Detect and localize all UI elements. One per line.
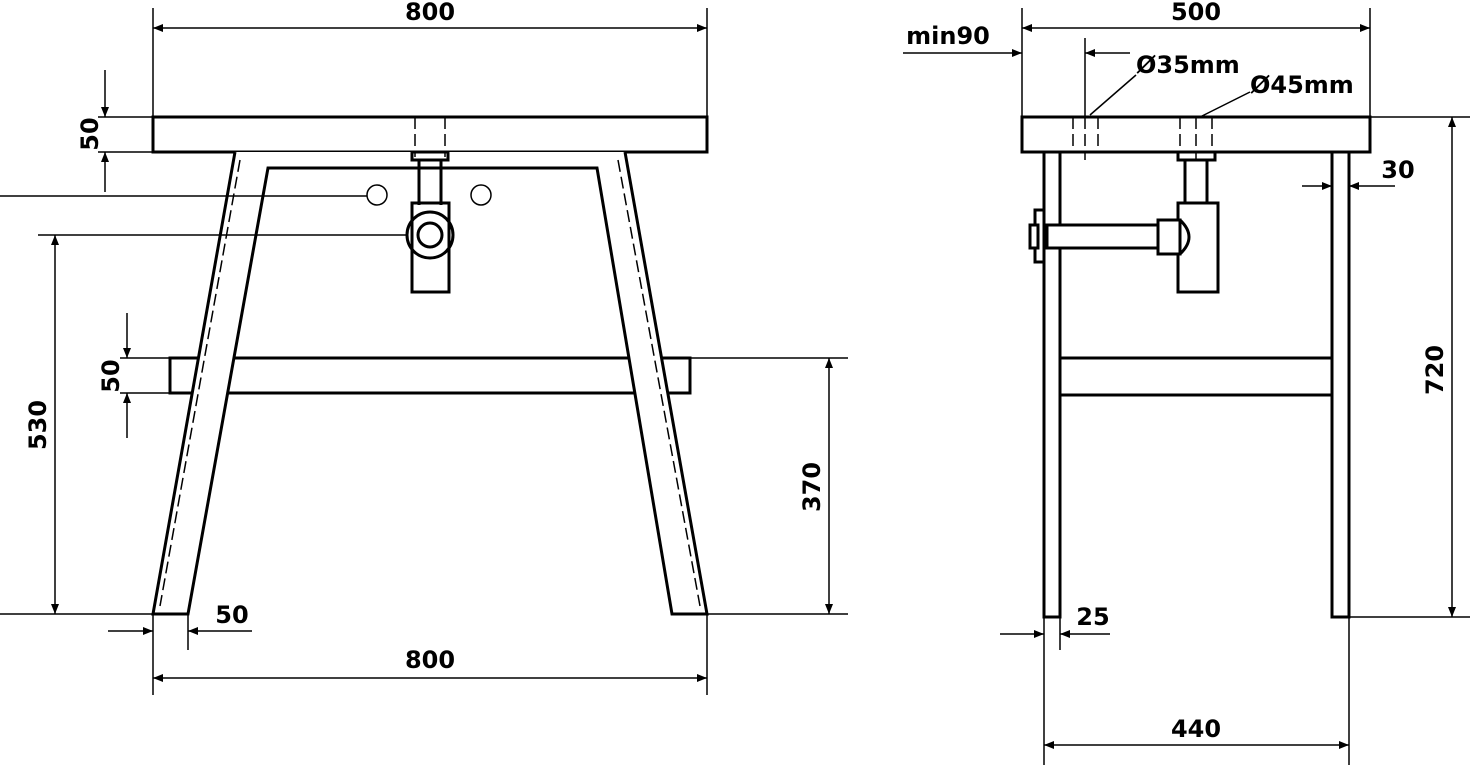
frame-legs bbox=[151, 151, 709, 616]
shelf-side bbox=[1060, 356, 1332, 397]
tap-hole bbox=[366, 184, 388, 206]
dim-depth: 500 bbox=[1171, 0, 1221, 26]
shelf bbox=[168, 356, 692, 395]
dim-shelf-height: 370 bbox=[798, 462, 826, 512]
dim-base-depth: 440 bbox=[1171, 715, 1221, 743]
dim-leg-thickness-top: 30 bbox=[1381, 156, 1414, 184]
dim-leg-width: 50 bbox=[215, 601, 248, 629]
dim-base-width: 800 bbox=[405, 646, 455, 674]
dim-tap-height: 530 bbox=[24, 400, 52, 450]
siphon bbox=[405, 117, 455, 294]
side-view: 500 min90 Ø35mm Ø45mm 30 720 25 440 bbox=[903, 0, 1470, 765]
leg-side bbox=[1330, 150, 1351, 619]
dim-min-offset: min90 bbox=[906, 22, 990, 50]
dim-top-width: 800 bbox=[405, 0, 455, 26]
dim-leg-thickness: 25 bbox=[1076, 603, 1109, 631]
dim-hole-small: Ø35mm bbox=[1136, 51, 1240, 79]
dim-hole-large: Ø45mm bbox=[1250, 71, 1354, 99]
dim-shelf-thickness: 50 bbox=[97, 359, 125, 392]
front-view: 800 50 530 50 370 50 800 bbox=[0, 0, 848, 695]
leg-side bbox=[1042, 150, 1062, 619]
dim-top-thickness: 50 bbox=[76, 117, 104, 150]
dim-total-height: 720 bbox=[1421, 345, 1449, 395]
countertop bbox=[151, 115, 709, 154]
siphon-side bbox=[1028, 150, 1220, 294]
tap-hole bbox=[470, 184, 492, 206]
